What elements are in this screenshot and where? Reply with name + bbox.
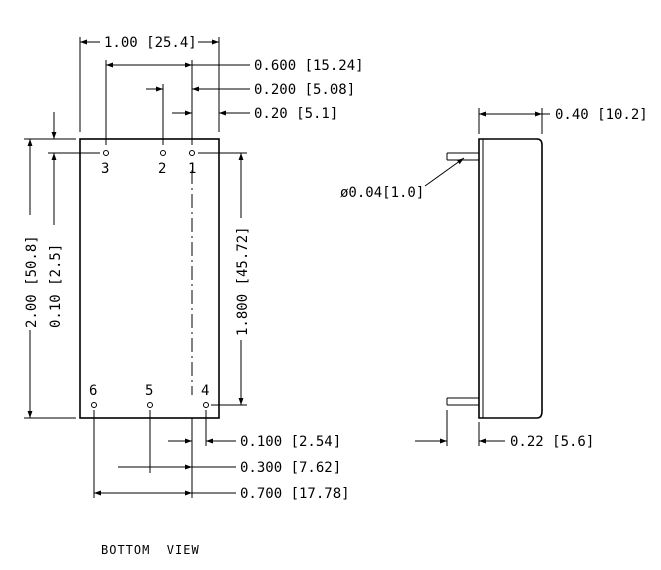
- dim-height-total: 2.00 [50.8]: [24, 139, 40, 418]
- view-caption: BOTTOM VIEW: [101, 543, 200, 557]
- svg-text:1.800 [45.72]: 1.800 [45.72]: [235, 226, 251, 336]
- svg-text:0.22 [5.6]: 0.22 [5.6]: [510, 434, 594, 450]
- svg-text:0.300 [7.62]: 0.300 [7.62]: [240, 460, 341, 476]
- svg-text:ø0.04[1.0]: ø0.04[1.0]: [340, 185, 424, 201]
- dim-pin-length: 0.22 [5.6]: [415, 434, 594, 450]
- dim-pin4-offset: 0.100 [2.54]: [168, 434, 341, 450]
- pin-5-label: 5: [145, 383, 153, 399]
- dim-pin5-offset: 0.300 [7.62]: [118, 460, 341, 476]
- pin-2-label: 2: [158, 161, 166, 177]
- svg-text:0.20 [5.1]: 0.20 [5.1]: [254, 106, 338, 122]
- svg-text:1.00 [25.4]: 1.00 [25.4]: [104, 35, 197, 51]
- dim-width-top: 1.00 [25.4]: [80, 35, 219, 51]
- pin-3-hole: [103, 150, 109, 156]
- pin-4-label: 4: [201, 383, 209, 399]
- pin-1-hole: [189, 150, 195, 156]
- dim-pin-pitch-top: 0.200 [5.08]: [146, 82, 355, 98]
- dim-side-thickness: 0.40 [10.2]: [479, 107, 648, 123]
- dim-pin-span-top: 0.600 [15.24]: [106, 58, 364, 74]
- pin-2-hole: [160, 150, 166, 156]
- pin-4-hole: [203, 402, 209, 408]
- module-outline: [79, 138, 220, 419]
- svg-text:0.10 [2.5]: 0.10 [2.5]: [48, 244, 64, 328]
- side-view-pins: [446, 152, 479, 406]
- pin-6-hole: [91, 402, 97, 408]
- svg-text:0.200 [5.08]: 0.200 [5.08]: [254, 82, 355, 98]
- side-view-body: [478, 138, 543, 419]
- dim-pin-edge-offset: 0.10 [2.5]: [48, 112, 64, 328]
- svg-text:0.40 [10.2]: 0.40 [10.2]: [555, 107, 648, 123]
- dim-pin-row-spacing: 1.800 [45.72]: [235, 153, 251, 405]
- dim-pin-diameter: ø0.04[1.0]: [340, 157, 465, 201]
- dim-pin1-offset: 0.20 [5.1]: [172, 106, 338, 122]
- svg-text:0.100 [2.54]: 0.100 [2.54]: [240, 434, 341, 450]
- pin-1-label: 1: [188, 161, 196, 177]
- pin-5-hole: [147, 402, 153, 408]
- svg-text:0.600 [15.24]: 0.600 [15.24]: [254, 58, 364, 74]
- dim-pin6-offset: 0.700 [17.78]: [94, 486, 350, 502]
- pin-6-label: 6: [89, 383, 97, 399]
- pin-3-label: 3: [101, 161, 109, 177]
- svg-text:2.00 [50.8]: 2.00 [50.8]: [24, 235, 40, 328]
- svg-text:0.700 [17.78]: 0.700 [17.78]: [240, 486, 350, 502]
